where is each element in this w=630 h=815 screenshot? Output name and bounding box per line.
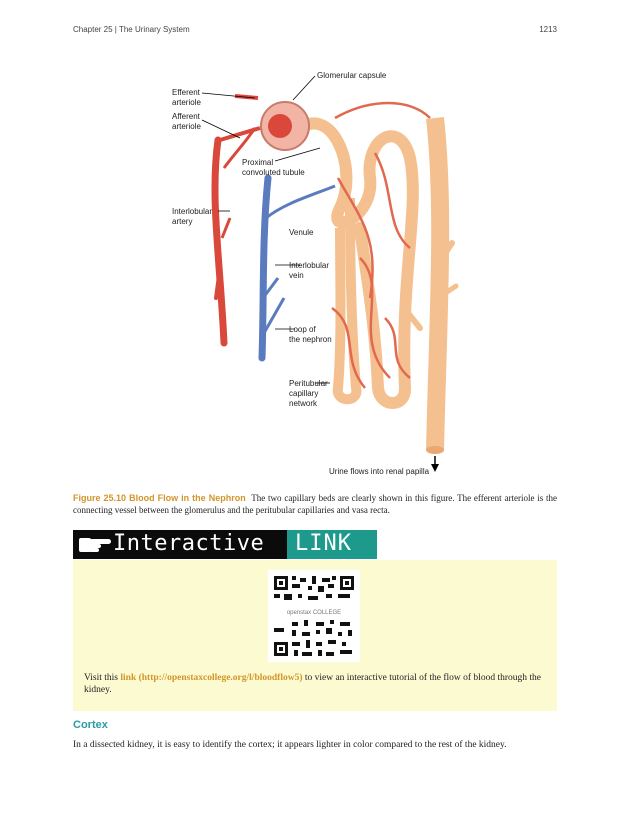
figure-caption-text: The two capillary beds are clearly shown… bbox=[73, 493, 557, 515]
qr-code: openstax COLLEGE bbox=[268, 570, 360, 662]
figure-caption: Figure 25.10 Blood Flow in the Nephron T… bbox=[73, 492, 557, 516]
interactive-link-banner: Interactive LINK bbox=[73, 530, 377, 559]
nephron-figure: Glomerular capsule Efferent arteriole Af… bbox=[160, 58, 480, 488]
label-interlobular-vein: Interlobular vein bbox=[289, 261, 330, 280]
section-title: Cortex bbox=[73, 719, 108, 731]
label-proximal-tubule: Proximal convoluted tubule bbox=[242, 158, 305, 177]
section-body: In a dissected kidney, it is easy to ide… bbox=[73, 740, 507, 750]
chapter-title: Chapter 25 | The Urinary System bbox=[73, 25, 190, 34]
interlobular-artery-shape bbox=[211, 136, 228, 347]
peritubular-capillaries-shape bbox=[331, 101, 431, 389]
bloodflow-link[interactable]: link (http://openstaxcollege.org/l/blood… bbox=[120, 673, 303, 683]
interactive-link-text: Visit this link (http://openstaxcollege.… bbox=[84, 673, 541, 695]
label-venule: Venule bbox=[289, 228, 314, 237]
collecting-duct-shape bbox=[426, 117, 450, 451]
label-glomerular-capsule: Glomerular capsule bbox=[317, 71, 387, 80]
banner-link-text: LINK bbox=[295, 531, 352, 556]
label-interlobular-artery: Interlobular artery bbox=[172, 207, 213, 226]
label-peritubular-network: Peritubular capillary network bbox=[289, 379, 328, 408]
label-efferent-arteriole: Efferent arteriole bbox=[172, 88, 201, 107]
page-header: Chapter 25 | The Urinary System 1213 bbox=[73, 25, 557, 37]
nephron-illustration bbox=[201, 75, 459, 472]
interlobular-vein-shape bbox=[258, 174, 272, 362]
figure-label: Figure 25.10 Blood Flow in the Nephron bbox=[73, 493, 246, 503]
qr-code-icon: openstax COLLEGE bbox=[272, 574, 356, 658]
pointing-hand-icon bbox=[79, 538, 111, 552]
openstax-logo-text: openstax COLLEGE bbox=[287, 610, 341, 616]
label-afferent-arteriole: Afferent arteriole bbox=[172, 112, 201, 131]
page-number: 1213 bbox=[539, 25, 557, 34]
interactive-link-box: openstax COLLEGE Visit this link (http:/… bbox=[73, 560, 557, 711]
banner-interactive-text: Interactive bbox=[113, 531, 265, 556]
label-urine-flow: Urine flows into renal papilla bbox=[329, 467, 430, 476]
label-loop-of-nephron: Loop of the nephron bbox=[289, 325, 332, 344]
nephron-tubule-shape bbox=[289, 117, 419, 409]
